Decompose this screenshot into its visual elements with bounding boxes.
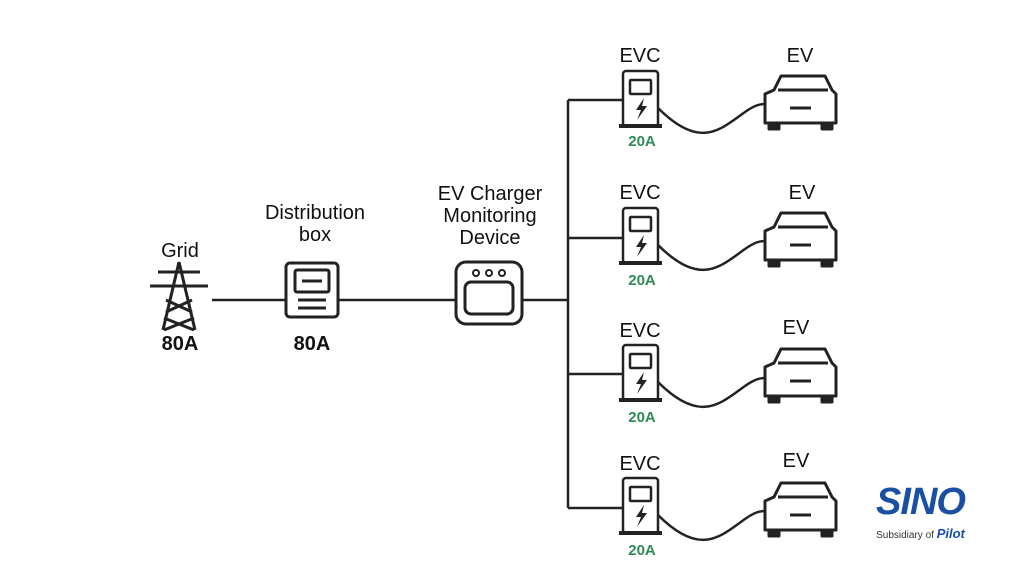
monitor-label-line1: EV Charger xyxy=(437,183,543,205)
charger-amp-label: 20A xyxy=(628,133,656,150)
charger-label: EVC xyxy=(619,320,661,342)
charger-label: EVC xyxy=(619,182,661,204)
charging-cable xyxy=(657,509,766,542)
distribution-label-line1: Distribution xyxy=(264,202,366,224)
monitor-label-line2: Monitoring xyxy=(443,205,537,227)
ev-charger-icon xyxy=(619,476,662,535)
monitor-label-line3: Device xyxy=(459,227,521,249)
ev-label: EV xyxy=(782,450,810,472)
monitoring-device-icon xyxy=(454,260,524,326)
distribution-box-icon xyxy=(284,261,340,319)
charger-amp-label: 20A xyxy=(628,542,656,559)
distribution-label-line2: box xyxy=(298,224,332,246)
branch-2 xyxy=(568,206,838,272)
ev-charger-icon xyxy=(619,206,662,265)
charger-label: EVC xyxy=(619,45,661,67)
car-icon xyxy=(763,481,838,538)
car-icon xyxy=(763,74,838,131)
branch-1 xyxy=(568,69,838,135)
charger-amp-label: 20A xyxy=(628,409,656,426)
monitoring-device-label: EV Charger Monitoring Device xyxy=(410,183,570,249)
car-icon xyxy=(763,347,838,404)
sino-logo: SINO Subsidiary of Pilot xyxy=(858,482,983,548)
logo-subtitle-text: Subsidiary of xyxy=(876,530,934,541)
transmission-tower-icon xyxy=(150,261,208,332)
ev-label: EV xyxy=(786,45,814,67)
charger-label: EVC xyxy=(619,453,661,475)
charging-cable xyxy=(657,376,766,409)
charging-cable xyxy=(657,239,766,272)
charging-cable xyxy=(657,102,766,135)
grid-label: Grid xyxy=(161,240,199,262)
branch-3 xyxy=(568,343,838,409)
ev-charger-icon xyxy=(619,69,662,128)
logo-brand: SINO xyxy=(876,481,966,523)
charger-amp-label: 20A xyxy=(628,272,656,289)
distribution-amp-label: 80A xyxy=(293,333,331,355)
ev-charger-icon xyxy=(619,343,662,402)
ev-label: EV xyxy=(788,182,816,204)
car-icon xyxy=(763,211,838,268)
logo-parent: Pilot xyxy=(936,526,965,541)
branch-4 xyxy=(568,476,838,542)
grid-amp-label: 80A xyxy=(161,333,199,355)
logo-subtitle: Subsidiary of Pilot xyxy=(858,526,983,541)
ev-label: EV xyxy=(782,317,810,339)
distribution-box-label: Distribution box xyxy=(240,202,390,246)
